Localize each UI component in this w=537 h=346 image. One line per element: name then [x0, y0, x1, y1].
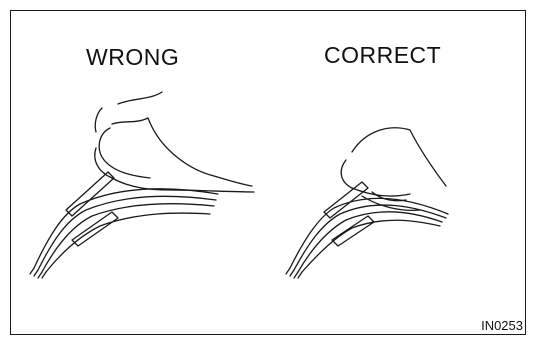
- figure-code: IN0253: [481, 318, 523, 333]
- correct-wire-harness: [286, 182, 448, 278]
- correct-hand: [341, 128, 446, 211]
